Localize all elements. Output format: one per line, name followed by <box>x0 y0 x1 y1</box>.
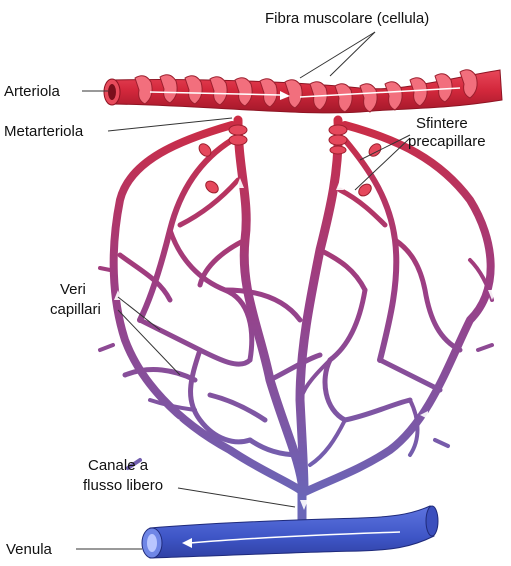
label-metarteriola: Metarteriola <box>4 123 84 140</box>
capillary-network <box>100 120 492 525</box>
label-veri: Veri <box>60 281 86 298</box>
label-canale-a: Canale a <box>88 457 149 474</box>
label-sfintere: Sfintere <box>416 115 468 132</box>
label-flusso-libero: flusso libero <box>83 477 163 494</box>
label-fibra-muscolare: Fibra muscolare (cellula) <box>265 10 429 27</box>
label-precapillare: precapillare <box>408 133 486 150</box>
precapillary-sphincters <box>197 125 384 198</box>
venule-vessel <box>142 506 438 558</box>
label-venula: Venula <box>6 541 53 558</box>
label-arteriola: Arteriola <box>4 83 61 100</box>
label-capillari: capillari <box>50 301 101 318</box>
